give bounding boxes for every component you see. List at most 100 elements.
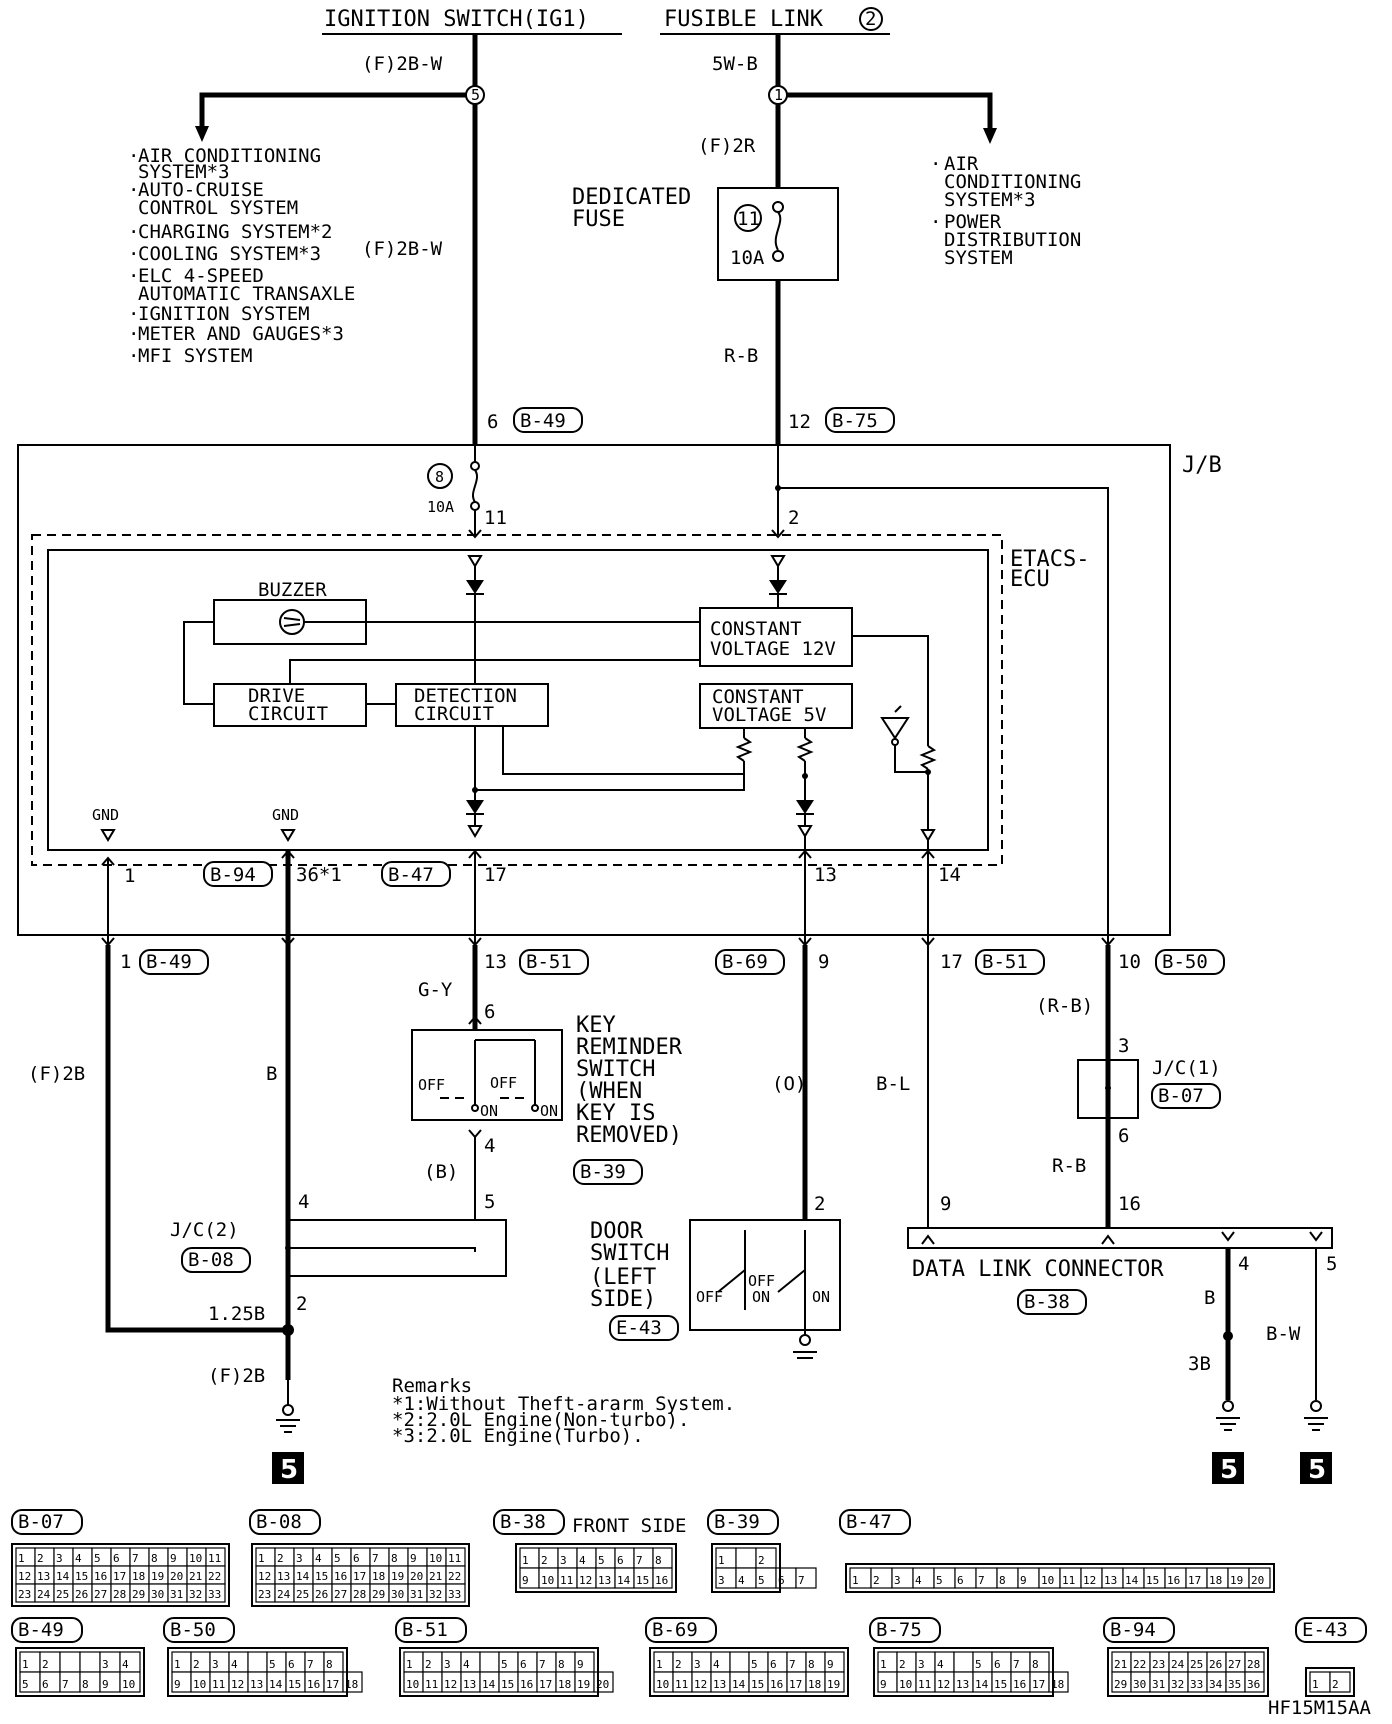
pin-number: 17 bbox=[789, 1678, 802, 1691]
wire-label-rb-low: R-B bbox=[1052, 1155, 1086, 1177]
fuse-11-number: 11 bbox=[737, 208, 760, 230]
pin-number: 4 bbox=[122, 1658, 129, 1671]
dedicated-fuse-label-1: DEDICATED bbox=[572, 185, 691, 210]
conn-face-label-b49: B-49 bbox=[18, 1619, 64, 1641]
pin-number: 10 bbox=[189, 1552, 202, 1565]
pin-number: 10 bbox=[406, 1678, 419, 1691]
ground-5-left-label: 5 bbox=[280, 1455, 298, 1485]
pin-number: 19 bbox=[391, 1570, 404, 1583]
pin-number: 16 bbox=[1013, 1678, 1026, 1691]
pin-number: 20 bbox=[170, 1570, 183, 1583]
wire-label-125b: 1.25B bbox=[208, 1303, 265, 1325]
ground-5-right bbox=[1300, 1452, 1332, 1484]
pin-number: 1 bbox=[522, 1554, 529, 1567]
pin-number: 3 bbox=[560, 1554, 567, 1567]
conn-face-b07 bbox=[11, 1543, 230, 1607]
svg-text:*2:2.0L Engine(Non-turbo).: *2:2.0L Engine(Non-turbo). bbox=[392, 1409, 689, 1431]
pin-number: 11 bbox=[918, 1678, 931, 1691]
jc1-label: J/C(1) bbox=[1152, 1057, 1221, 1079]
pin-number: 14 bbox=[296, 1570, 310, 1583]
ignition-switch-label: IGNITION SWITCH(IG1) bbox=[324, 7, 589, 32]
reference-symbol-icon bbox=[880, 717, 910, 740]
gnd-label-2: GND bbox=[272, 806, 299, 824]
pin-number: 14 bbox=[269, 1678, 283, 1691]
jb-pin-12: 12 bbox=[788, 411, 811, 433]
svg-text:SWITCH: SWITCH bbox=[590, 1241, 669, 1266]
pin-number: 33 bbox=[208, 1588, 221, 1601]
ground-5-left bbox=[272, 1452, 304, 1484]
fuse-8-number: 8 bbox=[435, 468, 444, 486]
jc1-pin-3: 3 bbox=[1118, 1035, 1129, 1057]
pin-number: 13 bbox=[713, 1678, 726, 1691]
pin-number: 10 bbox=[656, 1678, 669, 1691]
ground-5-right-label: 5 bbox=[1308, 1455, 1326, 1485]
buzzer-label: BUZZER bbox=[258, 579, 327, 601]
pin-number: 15 bbox=[288, 1678, 301, 1691]
pin-cell bbox=[247, 1651, 268, 1673]
key-switch-off-2: OFF bbox=[490, 1074, 517, 1092]
wire-label-f2b: (F)2B bbox=[28, 1063, 85, 1085]
pin-number: 16 bbox=[1167, 1574, 1180, 1587]
conn-b50-top-label: B-50 bbox=[1162, 951, 1208, 973]
ground-5-center bbox=[1212, 1452, 1244, 1484]
dlc-label: DATA LINK CONNECTOR bbox=[912, 1257, 1164, 1282]
gnd-2-icon bbox=[280, 829, 296, 842]
conn-face-label-b08: B-08 bbox=[256, 1511, 302, 1533]
svg-text:CONDITIONING: CONDITIONING bbox=[944, 171, 1081, 193]
svg-text:·: · bbox=[128, 265, 139, 287]
pin-number: 12 bbox=[444, 1678, 457, 1691]
pin-number: 6 bbox=[957, 1574, 964, 1587]
pin-number: 12 bbox=[231, 1678, 244, 1691]
pin-number: 2 bbox=[42, 1658, 49, 1671]
pin-number: 2 bbox=[425, 1658, 432, 1671]
pin-number: 3 bbox=[918, 1658, 925, 1671]
pin-number: 32 bbox=[429, 1588, 442, 1601]
pin-number: 23 bbox=[258, 1588, 271, 1601]
conn-b38-label: B-38 bbox=[1024, 1291, 1070, 1313]
wire-label-rb-top: R-B bbox=[724, 345, 758, 367]
svg-text:SIDE): SIDE) bbox=[590, 1287, 656, 1312]
conn-face-b51 bbox=[399, 1647, 599, 1697]
pin-number: 11 bbox=[208, 1552, 221, 1565]
key-switch-label: KEY REMINDER SWITCH (WHEN KEY IS REMOVED… bbox=[576, 1013, 683, 1148]
jb-bottom-pin-1: 1 bbox=[124, 865, 135, 887]
pin-number: 34 bbox=[1209, 1678, 1223, 1691]
svg-text:KEY: KEY bbox=[576, 1013, 616, 1038]
jc2-pin-4: 4 bbox=[298, 1191, 309, 1213]
pin-cell bbox=[1244, 1671, 1265, 1693]
pin-number: 7 bbox=[132, 1552, 139, 1565]
conn-face-label-b75: B-75 bbox=[876, 1619, 922, 1641]
pin-cell bbox=[735, 1547, 757, 1569]
svg-text:SYSTEM: SYSTEM bbox=[944, 247, 1013, 269]
fusible-link-label: FUSIBLE LINK bbox=[664, 7, 824, 32]
jb-bottom-pin-13: 13 bbox=[814, 864, 837, 886]
pin-number: 19 bbox=[577, 1678, 590, 1691]
conn-face-label-b50: B-50 bbox=[170, 1619, 216, 1641]
conn-b39-label: B-39 bbox=[580, 1161, 626, 1183]
svg-text:AIR: AIR bbox=[944, 153, 979, 175]
pin-number: 29 bbox=[1114, 1678, 1127, 1691]
harness-pin-1: 1 bbox=[120, 951, 131, 973]
pin-number: 1 bbox=[880, 1658, 887, 1671]
pin-number: 18 bbox=[345, 1678, 358, 1691]
pin-cell bbox=[652, 1567, 673, 1589]
pin-number: 9 bbox=[170, 1552, 177, 1565]
conn-face-tag-b07 bbox=[11, 1509, 83, 1535]
wire-label-5wb: 5W-B bbox=[712, 53, 758, 75]
pin-cell bbox=[119, 1671, 141, 1693]
conn-e43-label-box bbox=[609, 1315, 679, 1341]
svg-text:REMINDER: REMINDER bbox=[576, 1035, 683, 1060]
conn-b51-right-label: B-51 bbox=[982, 951, 1028, 973]
door-switch-off-2: OFF bbox=[748, 1272, 775, 1290]
pin-number: 17 bbox=[353, 1570, 366, 1583]
pin-number: 17 bbox=[539, 1678, 552, 1691]
pin-number: 3 bbox=[718, 1574, 725, 1587]
conn-face-tag-b69 bbox=[645, 1617, 717, 1643]
pin-number: 9 bbox=[522, 1574, 529, 1587]
dlc-pin-16: 16 bbox=[1118, 1193, 1141, 1215]
pin-number: 6 bbox=[520, 1658, 527, 1671]
wire-label-f2bw-mid: (F)2B-W bbox=[362, 238, 443, 260]
pin-number: 28 bbox=[353, 1588, 366, 1601]
